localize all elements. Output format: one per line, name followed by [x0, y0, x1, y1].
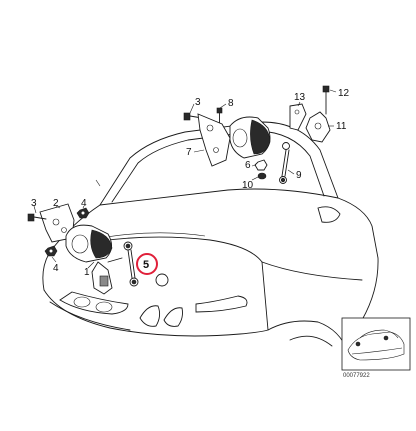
callout-5: 5: [143, 259, 149, 271]
highlight-circle: [136, 253, 158, 275]
callout-7: 7: [186, 147, 192, 158]
rod-9: [279, 142, 290, 184]
front-left-assembly: [27, 203, 139, 295]
callout-3-left: 3: [31, 198, 37, 209]
callout-8: 8: [228, 98, 234, 109]
callout-2: 2: [53, 198, 59, 209]
callout-6: 6: [245, 160, 251, 171]
callout-11: 11: [336, 121, 347, 132]
callout-labels: 1 2 3 3 4 4 5 6 7 8 9 10 11 12 13: [31, 88, 350, 278]
inset-code: 00077922: [343, 373, 370, 379]
bolt-3-left: [27, 213, 47, 222]
bolt-12: [322, 85, 330, 115]
callout-9: 9: [296, 170, 302, 181]
callout-12: 12: [338, 88, 350, 99]
callout-10: 10: [242, 180, 254, 191]
rear-assembly: [183, 85, 331, 184]
callout-4-lower: 4: [53, 263, 59, 274]
callout-4-upper: 4: [81, 198, 87, 209]
callout-3-top: 3: [195, 97, 201, 108]
leader-lines: [33, 89, 337, 269]
inset-thumbnail: 00077922: [341, 317, 411, 379]
callout-1: 1: [84, 267, 90, 278]
rod-5: [123, 241, 139, 287]
callout-13: 13: [294, 92, 306, 103]
